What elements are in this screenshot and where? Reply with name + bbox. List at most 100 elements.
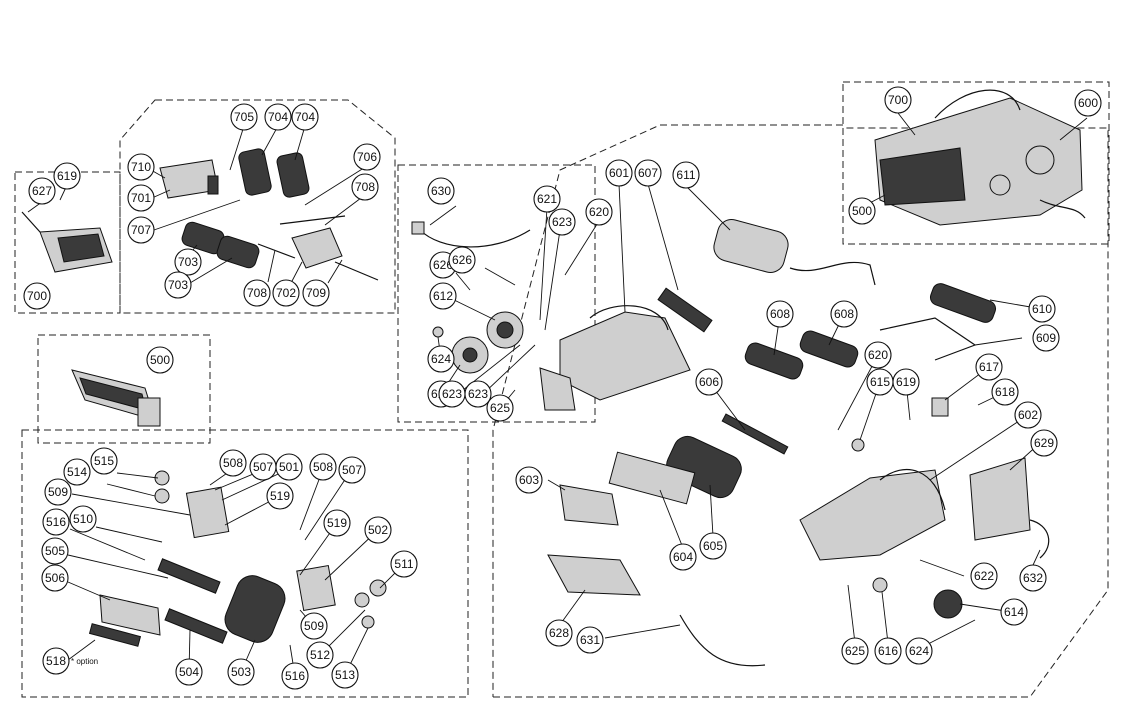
callout-627: 627 (28, 177, 56, 205)
callout-text: 518 (46, 654, 66, 668)
callout-619: 619 (892, 368, 920, 396)
callout-622: 622 (970, 562, 998, 590)
callout-circle (42, 647, 70, 675)
callout-text: 607 (638, 166, 658, 180)
callout-text: 709 (306, 286, 326, 300)
callout-text: 630 (431, 184, 451, 198)
part-701-bracket-drawing (159, 159, 219, 199)
callout-607: 607 (634, 159, 662, 187)
callout-circle (219, 449, 247, 477)
part-628-board-drawing (547, 554, 641, 596)
callout-619: 619 (53, 162, 81, 190)
callout-502: 502 (364, 516, 392, 544)
callout-601: 601 (605, 159, 633, 187)
callout-circle (576, 626, 604, 654)
part-629-plate-drawing (969, 457, 1031, 541)
callout-text: 516 (46, 515, 66, 529)
callout-text: 606 (699, 375, 719, 389)
callout-629: 629 (1030, 429, 1058, 457)
callout-630: 630 (427, 177, 455, 205)
callout-circle (1074, 89, 1102, 117)
callout-circle (323, 509, 351, 537)
callout-text: 623 (552, 215, 572, 229)
callout-text: 701 (131, 191, 151, 205)
callout-text: 710 (131, 160, 151, 174)
part-609-wire-drawing (879, 317, 977, 361)
callout-text: 507 (342, 463, 362, 477)
callout-text: 602 (1018, 408, 1038, 422)
part-702-bracket-drawing (257, 215, 379, 281)
callout-text: 627 (32, 184, 52, 198)
callout-604: 604 (669, 543, 697, 571)
callout-circle (427, 177, 455, 205)
callout-circle (230, 103, 258, 131)
callout-703: 703 (164, 271, 192, 299)
callout-circle (1030, 429, 1058, 457)
callout-707: 707 (127, 216, 155, 244)
callout-623: 623 (548, 208, 576, 236)
callout-623: 623 (464, 380, 492, 408)
part-616-gear-drawing (872, 577, 888, 593)
callout-circle (1019, 564, 1047, 592)
callout-circle (1014, 401, 1042, 429)
part-500-small-drawing (71, 369, 161, 427)
callout-text: 513 (335, 668, 355, 682)
part-617-block-drawing (931, 397, 949, 417)
callout-text: 511 (394, 557, 413, 571)
callout-603: 603 (515, 466, 543, 494)
callout-text: 700 (27, 289, 47, 303)
callout-circle (164, 271, 192, 299)
callout-circle (634, 159, 662, 187)
callout-text: 504 (179, 665, 199, 679)
part-624-washer-drawing (432, 326, 444, 338)
callout-616: 616 (874, 637, 902, 665)
callout-631: 631 (576, 626, 604, 654)
callout-text: 620 (868, 348, 888, 362)
callout-512: 512 (306, 641, 334, 669)
callout-620: 620 (864, 341, 892, 369)
callout-509: 509 (44, 478, 72, 506)
callout-text: 616 (878, 644, 898, 658)
callout-circle (306, 641, 334, 669)
callout-circle (302, 279, 330, 307)
callout-text: 704 (295, 110, 315, 124)
callout-508: 508 (309, 453, 337, 481)
callout-circle (63, 458, 91, 486)
part-600-700-assembly-drawing (874, 89, 1086, 226)
callout-circle (266, 482, 294, 510)
callout-text: 626 (433, 258, 453, 272)
callout-614: 614 (1000, 598, 1028, 626)
callout-510: 510 (69, 505, 97, 533)
callout-circle (390, 550, 418, 578)
callout-text: 614 (1004, 605, 1024, 619)
callout-text: 512 (310, 648, 330, 662)
callout-700: 700 (884, 86, 912, 114)
callout-514: 514 (63, 458, 91, 486)
callout-text: 507 (253, 460, 273, 474)
part-615-gear-drawing (851, 438, 865, 452)
callout-circle (1032, 324, 1060, 352)
part-601-frame-drawing (539, 305, 691, 411)
callout-text: 621 (537, 192, 557, 206)
callout-circle (605, 159, 633, 187)
callout-508: 508 (219, 449, 247, 477)
part-604-comb-drawing (608, 451, 696, 505)
callout-text: 510 (73, 512, 93, 526)
callout-text: 508 (223, 456, 243, 470)
callout-circle (146, 346, 174, 374)
callout-circle (486, 394, 514, 422)
callout-circle (291, 103, 319, 131)
callout-circle (545, 619, 573, 647)
callout-608: 608 (766, 300, 794, 328)
callout-text: 509 (304, 619, 324, 633)
callout-circle (243, 279, 271, 307)
part-drawings (21, 89, 1086, 667)
callout-text: 625 (490, 401, 510, 415)
callout-circle (275, 453, 303, 481)
callout-text: 610 (1032, 302, 1052, 316)
callout-518: 518 (42, 647, 70, 675)
callout-circle (448, 246, 476, 274)
callout-circle (364, 516, 392, 544)
callout-circle (427, 345, 455, 373)
